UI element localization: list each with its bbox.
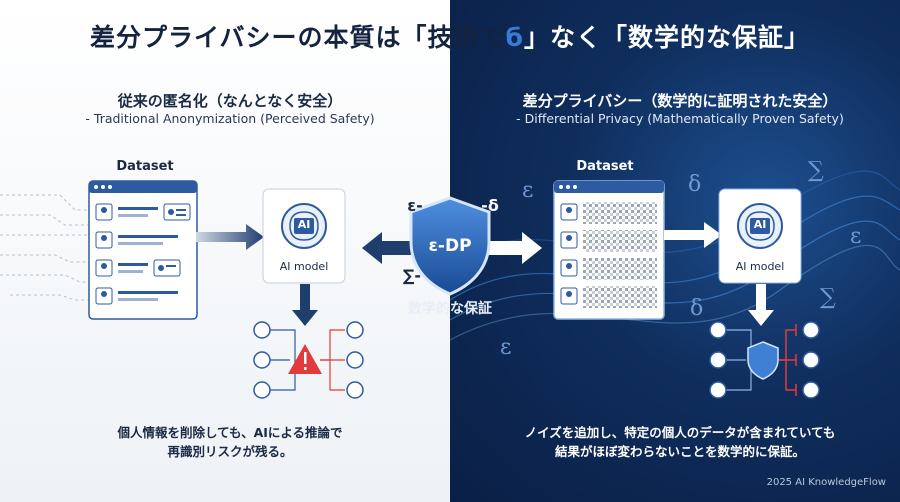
epsilon-symbol-1: ε	[522, 178, 534, 203]
left-caption: 個人情報を削除しても、AIによる推論で 再識別リスクが残る。	[117, 425, 343, 459]
right-heading: 差分プライバシー（数学的に証明された安全）	[522, 92, 838, 110]
right-ai-model-card	[718, 188, 802, 284]
left-ai-model-card	[262, 188, 346, 284]
delta-symbol-2: δ	[690, 296, 704, 321]
sigma-label: ∑-	[402, 266, 422, 285]
right-subheading: - Differential Privacy (Mathematically P…	[516, 111, 844, 126]
left-dataset-window	[88, 180, 198, 320]
right-ai-badge: AI	[753, 218, 767, 231]
right-model-label: AI model	[735, 260, 785, 273]
guarantee-label: 数学的な保証	[408, 301, 492, 317]
epsilon-symbol-2: ε	[500, 335, 512, 360]
left-dataset-label: Dataset	[116, 159, 174, 174]
shield-label-text: ε-DP	[428, 236, 472, 256]
right-dataset-window	[553, 180, 665, 320]
right-protected-network	[709, 321, 820, 399]
left-heading: 従来の匿名化（なんとなく安全）	[117, 92, 343, 110]
right-dataset-label: Dataset	[576, 159, 634, 174]
epsilon-label: ε-	[407, 196, 423, 215]
left-arrow-down	[292, 284, 318, 326]
page-title: 差分プライバシーの本質は「技術でб」なく「数学的な保証」	[90, 23, 810, 52]
delta-symbol-1: δ	[688, 172, 702, 197]
delta-label: -δ	[481, 196, 499, 215]
epsilon-symbol-3: ε	[850, 224, 862, 249]
left-subheading: - Traditional Anonymization (Perceived S…	[85, 111, 375, 126]
right-arrow-down	[748, 284, 774, 326]
left-arrow-to-model	[196, 224, 264, 250]
sigma-symbol-1: ∑	[808, 158, 824, 183]
shield-icon	[409, 196, 491, 296]
right-caption: ノイズを追加し、特定の個人のデータが含まれていても 結果がほぼ変わらないことを数…	[524, 425, 836, 459]
center-double-arrow	[362, 232, 542, 264]
left-model-label: AI model	[279, 260, 329, 273]
right-arrow-to-model	[664, 222, 722, 248]
left-ai-badge: AI	[297, 218, 311, 231]
sigma-symbol-2: ∑	[820, 285, 836, 310]
left-reidentification-network	[253, 321, 364, 399]
credit-text: 2025 AI KnowledgeFlow	[766, 477, 886, 488]
